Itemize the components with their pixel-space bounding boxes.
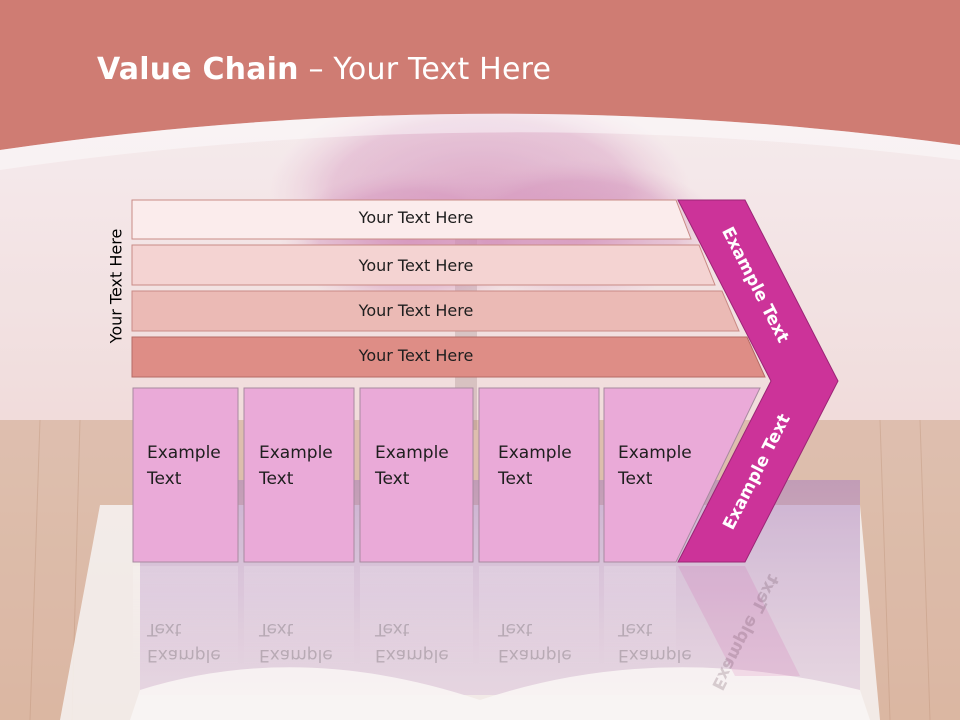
support-bar-2-label: Your Text Here <box>358 256 474 275</box>
support-bar-4-label: Your Text Here <box>358 346 474 365</box>
primary-box-5 <box>603 387 761 563</box>
primary-box-1 <box>132 387 239 563</box>
primary-box-3 <box>359 387 474 563</box>
primary-box-4 <box>478 387 600 563</box>
support-bar-3-label: Your Text Here <box>358 301 474 320</box>
box-text-line1: Example <box>618 443 692 463</box>
support-bar-1 <box>131 199 692 240</box>
primary-box-4-label: Example Text <box>484 388 599 562</box>
support-bar-2 <box>131 244 716 286</box>
box-text-line1: Example <box>375 443 449 463</box>
box-text-line1: Example <box>147 443 221 463</box>
box-text-line1: Example <box>498 443 572 463</box>
primary-box-3-label: Example Text <box>361 388 474 562</box>
box-text-line2: Text <box>375 469 410 489</box>
primary-box-1-label: Example Text <box>133 388 238 562</box>
support-bar-1-label: Your Text Here <box>358 208 474 227</box>
title-rest: – Your Text Here <box>298 52 552 87</box>
primary-box-5-label: Example Text <box>604 388 724 562</box>
reflection <box>133 566 800 676</box>
chevron-margin <box>677 199 839 563</box>
box-text-line2: Text <box>498 469 533 489</box>
support-bar-3 <box>131 290 740 332</box>
box-text-line2: Text <box>147 469 182 489</box>
slide-title: Value Chain – Your Text Here <box>97 52 551 87</box>
box-text-line2: Text <box>259 469 294 489</box>
box-text-line2: Text <box>618 469 653 489</box>
title-bold: Value Chain <box>97 52 299 87</box>
support-bar-4 <box>131 336 766 378</box>
primary-box-2-label: Example Text <box>245 388 355 562</box>
primary-box-2 <box>243 387 355 563</box>
box-text-line1: Example <box>259 443 333 463</box>
